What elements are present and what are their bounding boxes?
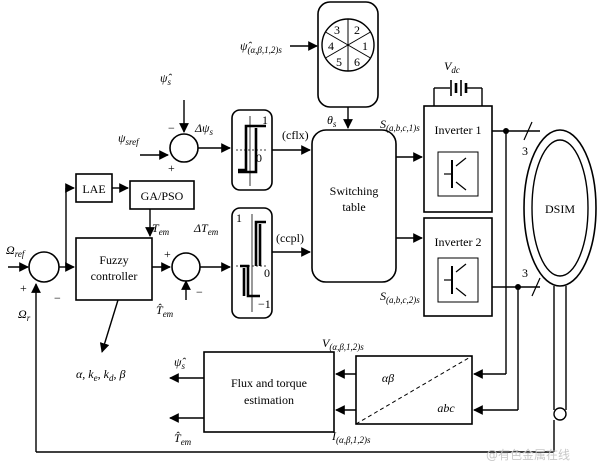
svg-text:Fuzzy: Fuzzy bbox=[99, 253, 128, 267]
svg-text:abc: abc bbox=[437, 401, 455, 415]
inverter-2-label: Inverter 2 bbox=[435, 235, 482, 249]
s1-label: S(a,b,c,1)s bbox=[380, 117, 420, 133]
tem-hat-label: T̂em bbox=[156, 303, 174, 319]
speed-minus-sign: − bbox=[54, 291, 61, 305]
omega-ref-label: Ωref bbox=[6, 243, 26, 259]
torque-level-1: 1 bbox=[236, 211, 242, 225]
flux-level-1: 1 bbox=[262, 113, 268, 127]
svg-text:3: 3 bbox=[522, 266, 528, 280]
torque-sum-junction bbox=[171, 252, 201, 282]
sector-label-6: 6 bbox=[354, 55, 360, 69]
sector-label-4: 4 bbox=[328, 39, 334, 53]
torque-hysteresis-comparator: 1 0 −1 bbox=[231, 207, 273, 319]
v-est-label: V(α,β,1,2)s bbox=[322, 336, 364, 352]
inverter-1-label: Inverter 1 bbox=[435, 123, 482, 137]
watermark: @有色金属在线 bbox=[486, 447, 570, 462]
output-bus-2: 3 bbox=[492, 266, 541, 410]
fuzzy-controller-block: Fuzzy controller bbox=[75, 237, 153, 301]
cflx-label: (cflx) bbox=[282, 128, 309, 142]
svg-text:Flux and torque: Flux and torque bbox=[231, 376, 307, 390]
theta-label: θs bbox=[327, 113, 337, 129]
lae-block: LAE bbox=[75, 173, 113, 203]
flux-plus-sign: + bbox=[168, 161, 175, 175]
torque-level-0: 0 bbox=[264, 266, 270, 280]
svg-text:GA/PSO: GA/PSO bbox=[141, 189, 184, 203]
svg-text:αβ: αβ bbox=[382, 371, 394, 385]
inverter-1-block: Inverter 1 bbox=[423, 105, 493, 213]
svg-text:estimation: estimation bbox=[244, 393, 294, 407]
dsim-label: DSIM bbox=[545, 202, 575, 216]
flux-torque-estimation-block: Flux and torque estimation bbox=[203, 351, 335, 433]
tem-out-label: T̂em bbox=[174, 431, 192, 447]
svg-text:Vdc: Vdc bbox=[444, 59, 460, 75]
sector-wheel-block: 3 2 1 6 5 4 bbox=[317, 1, 379, 108]
torque-plus-sign: + bbox=[164, 247, 171, 261]
ga-pso-block: GA/PSO bbox=[129, 180, 195, 210]
fuzzy-params-label: α, ke, kd, β bbox=[76, 367, 125, 383]
switching-table-line2: table bbox=[342, 200, 365, 214]
torque-level-minus1: −1 bbox=[258, 297, 271, 311]
flux-sum-junction bbox=[169, 133, 199, 163]
sector-label-2: 2 bbox=[354, 23, 360, 37]
sector-label-5: 5 bbox=[336, 55, 342, 69]
psi-alpha-beta-input-label: ψ̂(α,β,1,2)s bbox=[240, 39, 282, 55]
psi-s-hat-label: ψ̂s bbox=[160, 71, 172, 87]
flux-minus-sign: − bbox=[168, 121, 175, 135]
inverter-2-block: Inverter 2 bbox=[423, 217, 493, 317]
flux-hysteresis-comparator: 1 0 bbox=[231, 109, 273, 191]
output-bus-1: 3 bbox=[492, 121, 540, 374]
svg-text:controller: controller bbox=[91, 269, 138, 283]
delta-psi-label: Δψs bbox=[194, 121, 214, 137]
i-est-label: I(α,β,1,2)s bbox=[331, 429, 371, 445]
abc-alpha-beta-transform: αβ abc bbox=[355, 355, 473, 425]
psi-out-label: ψ̂s bbox=[174, 355, 186, 371]
dsim-motor: DSIM bbox=[523, 129, 597, 421]
omega-r-label: Ωr bbox=[18, 307, 31, 323]
switching-table-block: Switching table bbox=[311, 129, 397, 283]
svg-text:LAE: LAE bbox=[82, 182, 105, 196]
speed-sum-junction bbox=[28, 251, 60, 283]
sector-label-3: 3 bbox=[334, 23, 340, 37]
sector-label-1: 1 bbox=[362, 39, 368, 53]
flux-level-0: 0 bbox=[256, 151, 262, 165]
psi-sref-label: ψsref bbox=[118, 131, 140, 147]
svg-text:ψ̂(α,β,1,2)s: ψ̂(α,β,1,2)s bbox=[240, 39, 282, 55]
dc-bus: Vdc bbox=[433, 59, 483, 106]
ccpl-label: (ccpl) bbox=[276, 231, 304, 245]
s2-label: S(a,b,c,2)s bbox=[380, 289, 420, 305]
svg-text:3: 3 bbox=[522, 144, 528, 158]
speed-plus-sign: + bbox=[20, 281, 27, 295]
delta-tem-label: ΔTem bbox=[193, 221, 219, 237]
torque-minus-sign: − bbox=[196, 285, 203, 299]
tem-label: Tem bbox=[152, 221, 170, 237]
switching-table-line1: Switching bbox=[330, 184, 379, 198]
